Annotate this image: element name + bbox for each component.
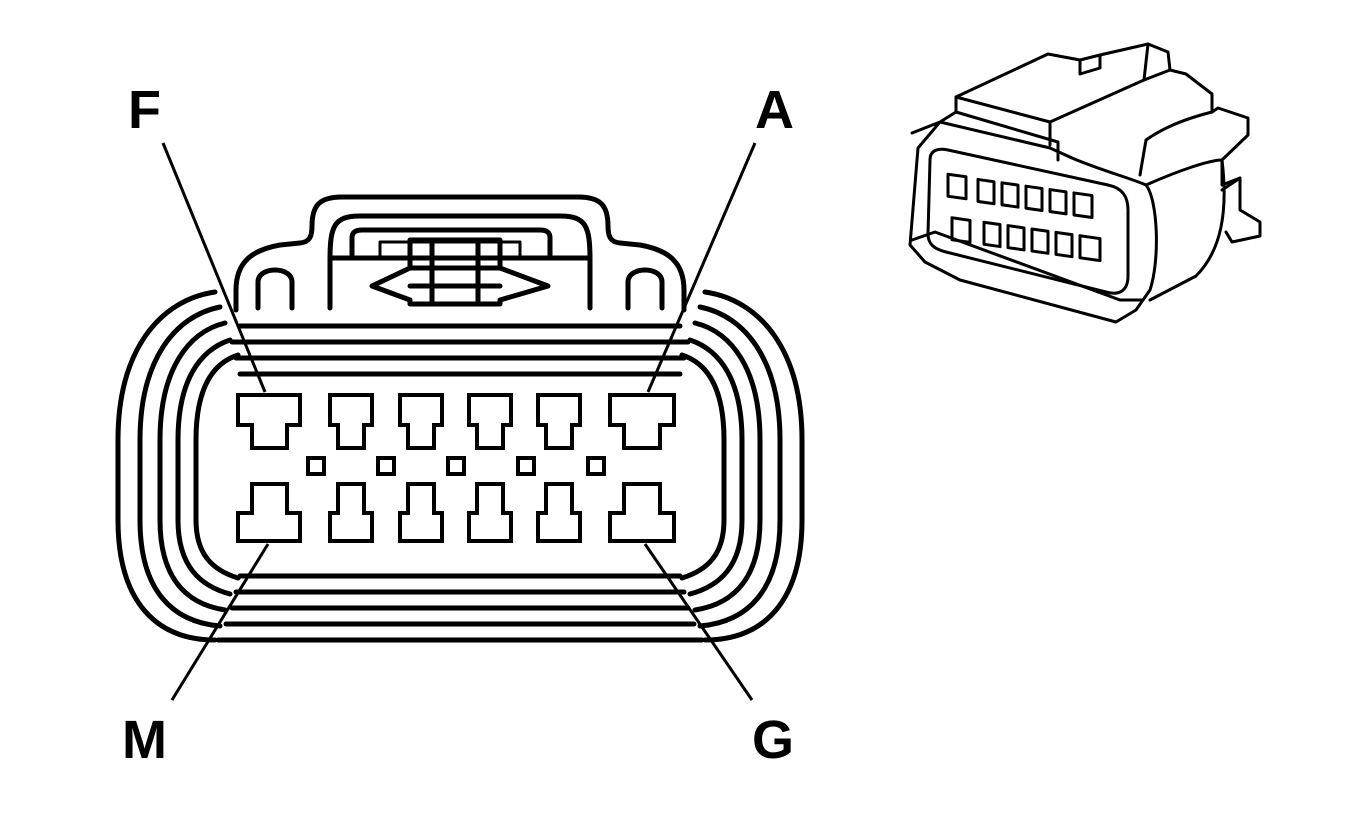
cavity-a (608, 393, 676, 450)
housing-outline-right (679, 289, 805, 643)
cavity-row-bottom (236, 482, 676, 543)
cavity-j (467, 482, 513, 543)
housing-ribs-top (229, 323, 691, 377)
leader-line-m (170, 543, 270, 701)
cavity-keys (306, 456, 606, 476)
cavity-k (398, 482, 444, 543)
pin-label-bottom-left: M (122, 710, 167, 770)
cavity-h (536, 482, 582, 543)
cavity-m (236, 482, 302, 543)
cavity-l (328, 482, 374, 543)
leader-line-f (161, 142, 267, 393)
cavity-f (236, 393, 302, 450)
cavity-d (398, 393, 444, 450)
leader-line-g (643, 543, 754, 701)
connector-isometric-view (908, 42, 1262, 324)
cavity-b (536, 393, 582, 450)
housing-ribs-bottom (215, 573, 705, 643)
cavity-c (467, 393, 513, 450)
pin-label-top-right: A (755, 80, 794, 140)
cavity-row-top (236, 393, 676, 450)
pin-label-bottom-right: G (752, 710, 794, 770)
pin-label-top-left: F (128, 80, 161, 140)
housing-outline-left (115, 289, 241, 643)
latch-assembly (233, 194, 687, 313)
isometric-cavities (946, 172, 1102, 263)
cavity-e (328, 393, 374, 450)
leader-lines (161, 142, 757, 701)
leader-line-a (646, 142, 757, 393)
connector-face-view: F A M G (115, 80, 805, 770)
cavity-g (608, 482, 676, 543)
